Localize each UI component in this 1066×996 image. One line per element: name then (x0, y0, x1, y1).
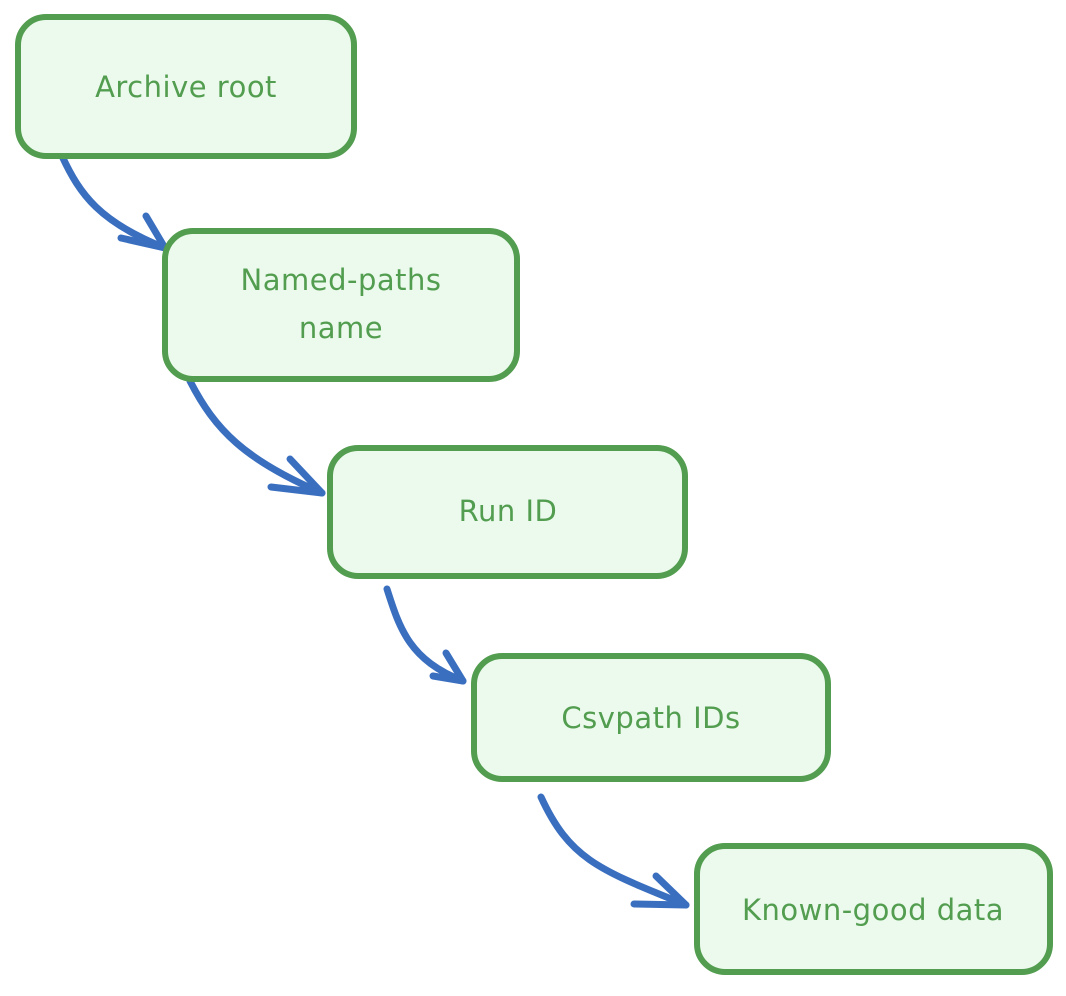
arrow-shaft (58, 152, 169, 252)
node-box (694, 843, 1053, 975)
arrow-shaft (186, 377, 326, 497)
edge-csvpath-ids-to-known-good (537, 793, 690, 909)
edge-named-paths-to-run-id (186, 377, 326, 497)
node-label-line-1: Named-paths (241, 263, 442, 297)
node-box (327, 445, 688, 579)
edge-archive-root-to-named-paths (58, 152, 169, 252)
node-archive-root: Archive root (15, 14, 357, 159)
node-known-good-data: Known-good data (694, 843, 1053, 975)
node-label-line-2: name (299, 311, 383, 345)
arrow-shaft (383, 585, 467, 685)
node-label: Csvpath IDs (561, 701, 740, 735)
node-label: Archive root (95, 70, 277, 104)
node-csvpath-ids: Csvpath IDs (471, 653, 831, 782)
arrowhead-icon (429, 649, 467, 685)
node-run-id: Run ID (327, 445, 688, 579)
node-box (15, 14, 357, 159)
node-named-paths-name: Named-paths name (162, 228, 520, 382)
node-label: Known-good data (742, 893, 1004, 927)
arrowhead-icon (630, 872, 690, 909)
arrow-shaft (537, 793, 690, 909)
edge-run-id-to-csvpath-ids (383, 585, 467, 685)
node-label: Run ID (459, 494, 558, 528)
node-box (471, 653, 831, 782)
node-box (162, 228, 520, 382)
arrowhead-icon (267, 455, 326, 497)
